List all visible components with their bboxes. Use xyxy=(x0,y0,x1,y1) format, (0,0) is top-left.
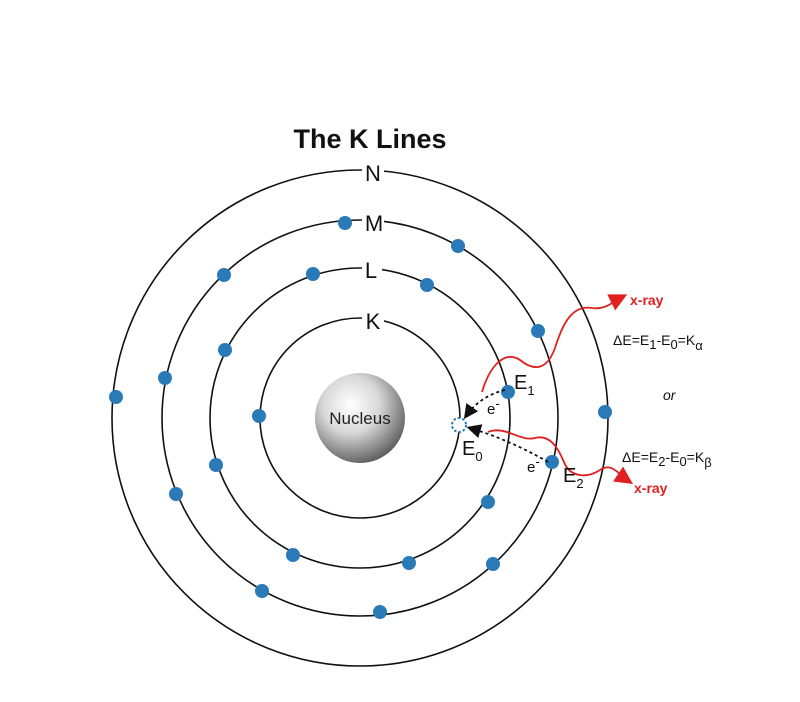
electron-n-4 xyxy=(486,557,500,571)
orbit-l xyxy=(209,267,511,569)
shell-label-k: K xyxy=(366,309,381,334)
shell-label-l: L xyxy=(365,258,377,283)
nucleus-label: Nucleus xyxy=(329,409,390,428)
electron-n-2 xyxy=(338,216,352,230)
shell-label-m: M xyxy=(365,211,383,236)
electron-n-1 xyxy=(109,390,123,404)
electron-n-6 xyxy=(373,605,387,619)
shell-k-bg xyxy=(362,308,384,332)
xray-k-alpha-wave xyxy=(481,294,628,393)
xray-label-bottom: x-ray xyxy=(634,480,668,496)
transition-arrow-l-to-k xyxy=(463,389,506,419)
orbit-m xyxy=(161,219,559,617)
energy-label-e1: E1 xyxy=(514,372,535,398)
electron-k-1 xyxy=(252,409,266,423)
electron-n-5 xyxy=(255,584,269,598)
diagram-title: The K Lines xyxy=(293,124,446,154)
electron-m-6 xyxy=(545,455,559,469)
electron-l-5 xyxy=(209,458,223,472)
xray-label-top: x-ray xyxy=(630,292,664,308)
electron-m-4 xyxy=(158,371,172,385)
electron-m-3 xyxy=(531,324,545,338)
electron-m-5 xyxy=(169,487,183,501)
shell-n-bg xyxy=(362,160,384,184)
shell-label-n: N xyxy=(365,161,381,186)
electron-l-4 xyxy=(501,385,515,399)
transition-arrow-m-to-k xyxy=(466,424,549,463)
energy-label-e0: E0 xyxy=(462,438,483,464)
energy-label-e2: E2 xyxy=(563,465,584,491)
electron-n-3 xyxy=(598,405,612,419)
or-label: or xyxy=(663,387,677,403)
k-beta-equation: ΔE=E2-E0=Kβ xyxy=(622,449,712,470)
electron-label-lower: e- xyxy=(527,454,540,476)
electron-l-3 xyxy=(218,343,232,357)
k-alpha-equation: ΔE=E1-E0=Kα xyxy=(613,332,703,353)
shell-l-bg xyxy=(362,257,382,281)
electron-l-7 xyxy=(286,548,300,562)
electron-l-8 xyxy=(402,556,416,570)
nucleus xyxy=(315,373,405,463)
electron-l-1 xyxy=(306,267,320,281)
electron-m-2 xyxy=(451,239,465,253)
electron-l-2 xyxy=(420,278,434,292)
k-shell-vacancy xyxy=(451,417,467,433)
electron-m-1 xyxy=(217,268,231,282)
electron-l-6 xyxy=(481,495,495,509)
shell-m-bg xyxy=(362,210,384,234)
xray-k-beta-wave xyxy=(487,429,633,484)
electron-label-upper: e- xyxy=(487,396,500,418)
